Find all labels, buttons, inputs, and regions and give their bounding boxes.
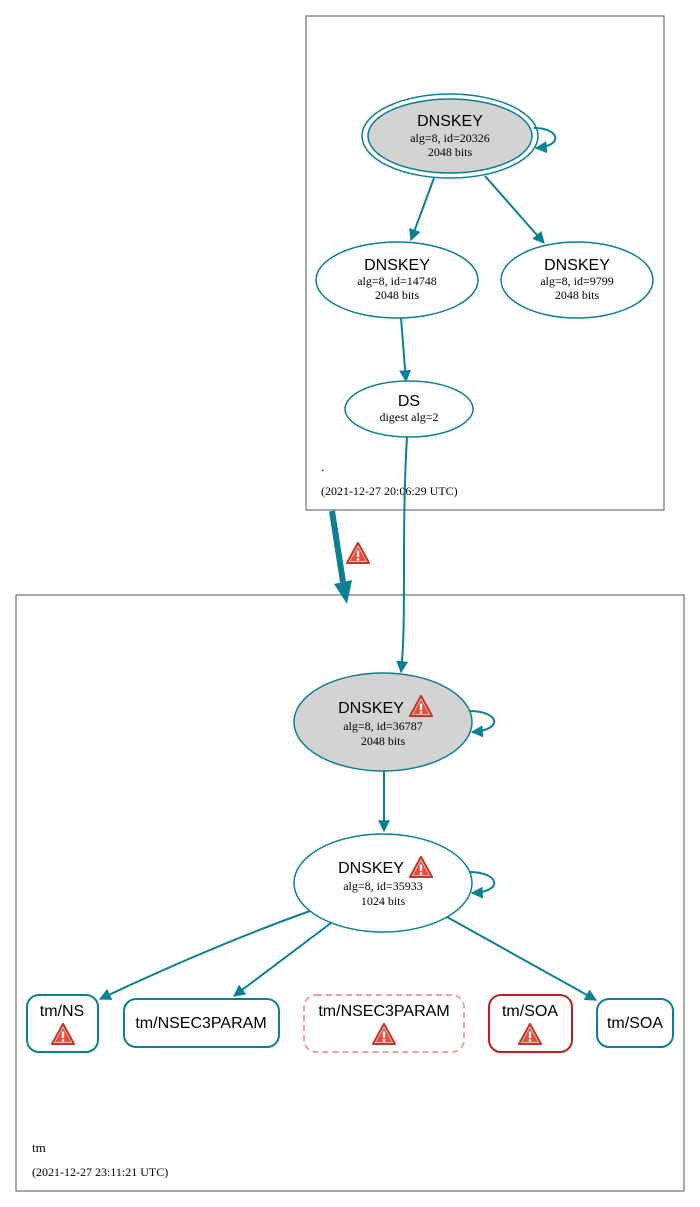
node-title: DNSKEY — [544, 257, 610, 274]
node-line1: digest alg=2 — [379, 410, 438, 424]
node-tm-zsk[interactable]: DNSKEY alg=8, id=35933 1024 bits — [293, 833, 473, 933]
node-line2: 2048 bits — [361, 734, 406, 748]
node-title: DNSKEY — [338, 860, 404, 877]
rrset-label: tm/NSEC3PARAM — [318, 1003, 449, 1020]
node-line1: alg=8, id=36787 — [343, 719, 423, 733]
rrset-tm-soa-error[interactable]: tm/SOA — [488, 994, 573, 1053]
edge-zsk-to-ns — [98, 910, 311, 1000]
root-zone: . (2021-12-27 20:06:29 UTC) — [305, 15, 665, 511]
node-title: DS — [398, 393, 420, 410]
node-line2: 2048 bits — [428, 145, 473, 159]
node-line2: 1024 bits — [361, 894, 406, 908]
node-root-zsk-14748[interactable]: DNSKEY alg=8, id=14748 2048 bits — [315, 241, 479, 319]
edge-zsk1-to-ds — [399, 317, 412, 383]
rrset-tm-soa[interactable]: tm/SOA — [596, 998, 674, 1048]
tm-zone: tm (2021-12-27 23:11:21 UTC) — [15, 594, 685, 1192]
node-line1: alg=8, id=35933 — [343, 879, 423, 893]
node-tm-ksk[interactable]: DNSKEY alg=8, id=36787 2048 bits — [293, 672, 473, 772]
root-zone-label: . — [321, 459, 324, 474]
node-root-ksk[interactable]: DNSKEY alg=8, id=20326 2048 bits — [361, 93, 539, 179]
node-line2: 2048 bits — [375, 288, 420, 302]
edge-root-ksk-to-zsk2 — [484, 175, 545, 244]
tm-zone-timestamp: (2021-12-27 23:11:21 UTC) — [32, 1165, 168, 1179]
rrset-tm-ns[interactable]: tm/NS — [26, 994, 99, 1053]
loop-root-ksk — [533, 127, 557, 154]
node-line1: alg=8, id=20326 — [410, 131, 490, 145]
edge-zsk-to-soa — [446, 916, 598, 1001]
rrset-label: tm/NS — [40, 1003, 84, 1020]
rrset-label: tm/NSEC3PARAM — [135, 1015, 266, 1032]
root-zone-timestamp: (2021-12-27 20:06:29 UTC) — [321, 484, 458, 498]
node-title: DNSKEY — [417, 113, 483, 130]
rrset-label: tm/SOA — [502, 1003, 558, 1020]
loop-tm-zsk — [468, 871, 496, 899]
delegation-edge — [329, 510, 370, 604]
node-ds[interactable]: DS digest alg=2 — [344, 380, 474, 438]
loop-tm-ksk — [468, 710, 496, 738]
edge-root-ksk-to-zsk1 — [409, 177, 435, 242]
delegation-warning-icon — [346, 542, 370, 564]
rrset-label: tm/SOA — [607, 1015, 663, 1032]
edge-zsk-to-nsec3param — [233, 922, 332, 997]
rrset-tm-nsec3param[interactable]: tm/NSEC3PARAM — [123, 998, 280, 1048]
rrset-tm-nsec3param-nonexistent[interactable]: tm/NSEC3PARAM — [303, 994, 465, 1053]
node-line1: alg=8, id=9799 — [540, 274, 614, 288]
node-title: DNSKEY — [364, 257, 430, 274]
node-root-zsk-9799[interactable]: DNSKEY alg=8, id=9799 2048 bits — [500, 241, 654, 319]
node-line2: 2048 bits — [555, 288, 600, 302]
tm-zone-label: tm — [32, 1140, 46, 1155]
edge-ds-to-tm-ksk — [396, 436, 409, 674]
node-line1: alg=8, id=14748 — [357, 274, 437, 288]
node-title: DNSKEY — [338, 700, 404, 717]
